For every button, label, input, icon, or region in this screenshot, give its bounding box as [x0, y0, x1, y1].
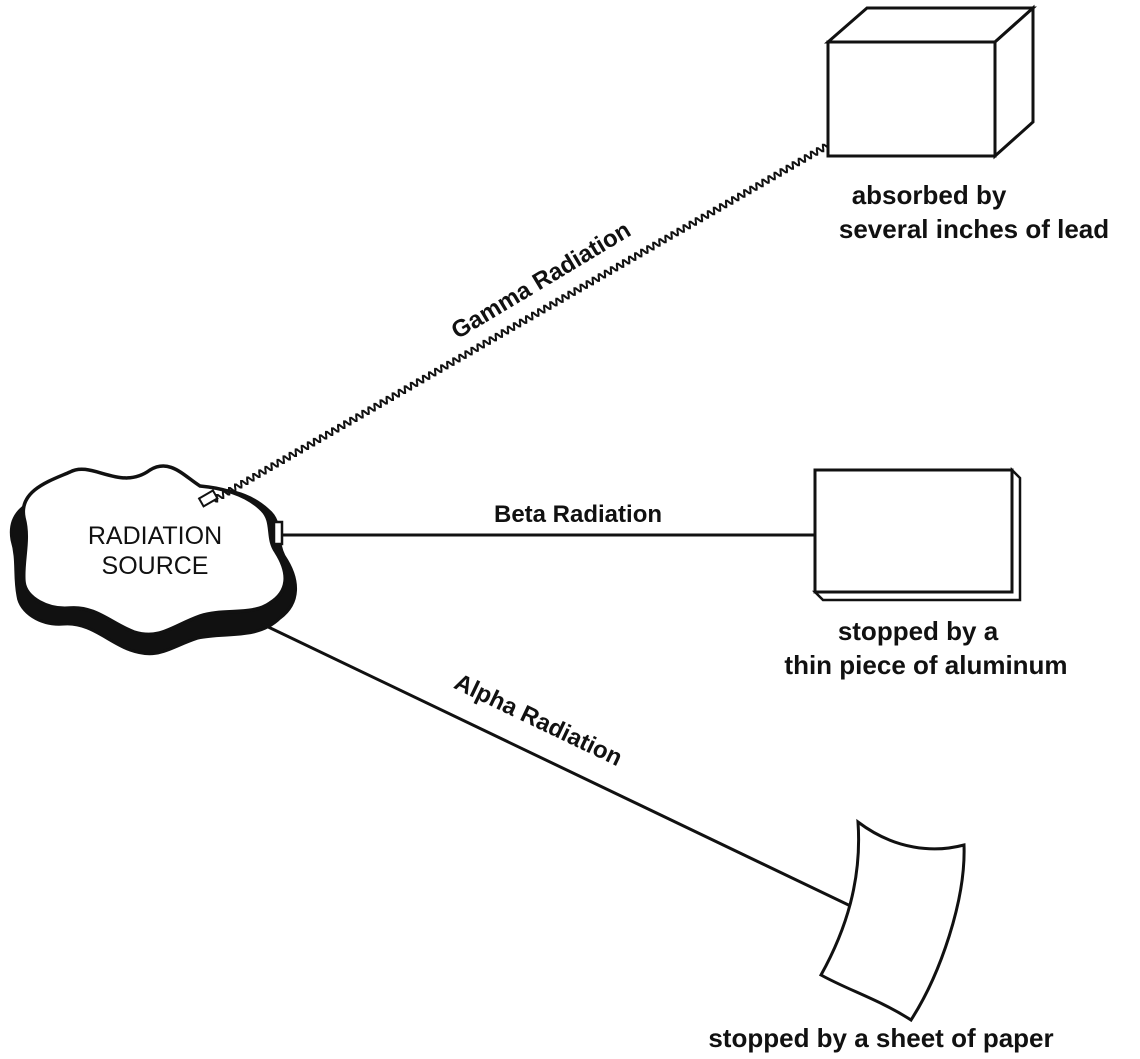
lead-block-front	[828, 42, 995, 156]
radiation-source-line1: RADIATION	[88, 522, 222, 550]
aluminum-caption-line1: stopped by a	[838, 616, 999, 646]
paper-sheet	[821, 822, 964, 1020]
aluminum-caption-line2: thin piece of aluminum	[784, 650, 1067, 680]
lead-caption-line1: absorbed by	[852, 180, 1007, 210]
paper-caption: stopped by a sheet of paper	[708, 1023, 1053, 1053]
aluminum-plate-face	[815, 470, 1012, 592]
beta-ray: Beta Radiation	[282, 501, 884, 535]
lead-caption-line2: several inches of lead	[839, 214, 1109, 244]
aluminum-plate	[815, 470, 1020, 600]
beta-exit-port	[274, 522, 282, 544]
beta-ray-label: Beta Radiation	[494, 501, 662, 528]
radiation-source-body	[23, 466, 285, 634]
gamma-ray-line	[214, 92, 920, 501]
lead-block	[828, 8, 1033, 156]
gamma-ray-label: Gamma Radiation	[447, 216, 636, 344]
radiation-source-line2: SOURCE	[102, 552, 209, 580]
radiation-source: RADIATION SOURCE	[11, 466, 295, 654]
